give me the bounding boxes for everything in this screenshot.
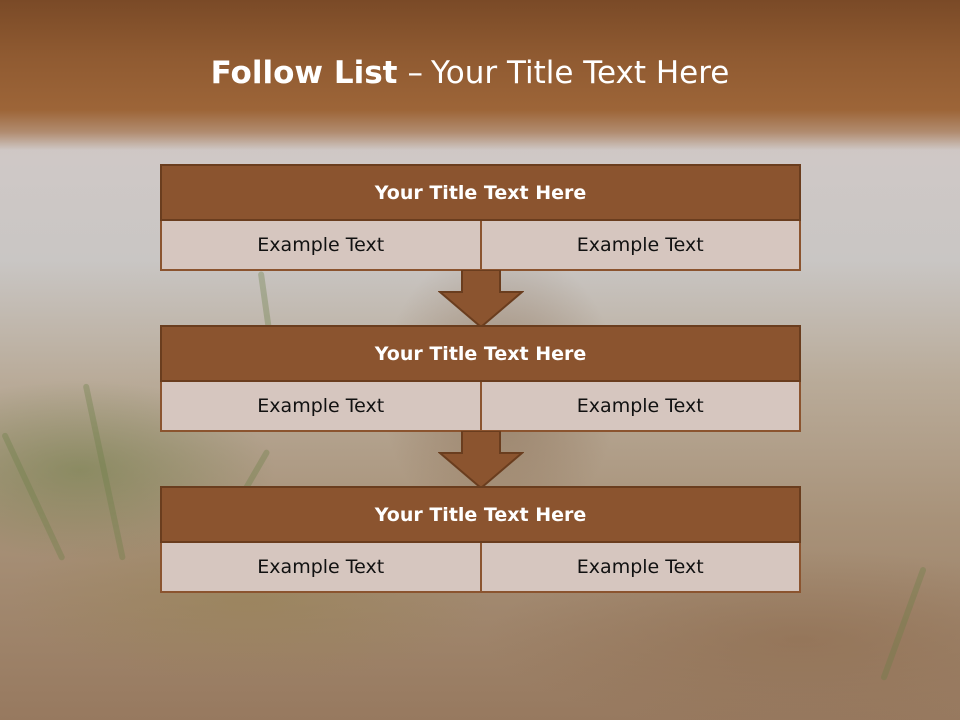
block-row: Example Text Example Text <box>160 543 801 593</box>
slide-title: Follow List–Your Title Text Here <box>0 55 940 91</box>
block-title: Your Title Text Here <box>160 164 801 221</box>
block-cell-left: Example Text <box>160 221 482 271</box>
slide-title-rest: Your Title Text Here <box>430 55 730 91</box>
block-title: Your Title Text Here <box>160 325 801 382</box>
block-title: Your Title Text Here <box>160 486 801 543</box>
block-cell-right: Example Text <box>481 221 801 271</box>
block-row: Example Text Example Text <box>160 382 801 432</box>
list-block-2: Your Title Text Here Example Text Exampl… <box>160 325 801 432</box>
background-grass-blade <box>880 566 927 682</box>
block-row: Example Text Example Text <box>160 221 801 271</box>
block-cell-right: Example Text <box>481 382 801 432</box>
down-arrow-icon <box>438 270 524 328</box>
block-cell-left: Example Text <box>160 543 482 593</box>
list-block-1: Your Title Text Here Example Text Exampl… <box>160 164 801 271</box>
background-grass-blade <box>1 431 66 562</box>
header-band <box>0 0 960 150</box>
slide-title-separator: – <box>407 55 423 91</box>
list-block-3: Your Title Text Here Example Text Exampl… <box>160 486 801 593</box>
background-grass-blade <box>82 383 126 561</box>
block-cell-right: Example Text <box>481 543 801 593</box>
slide-title-bold: Follow List <box>210 55 398 91</box>
block-cell-left: Example Text <box>160 382 482 432</box>
down-arrow-icon <box>438 431 524 489</box>
